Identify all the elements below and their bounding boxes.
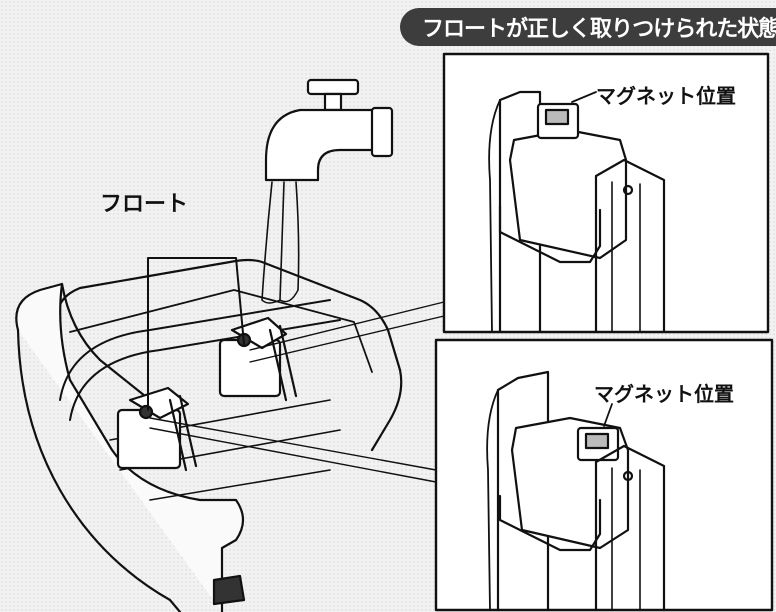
float-label: フロート <box>100 192 189 217</box>
magnet-position-label-bottom: マグネット位置 <box>594 382 734 406</box>
magnet-position-label-top: マグネット位置 <box>596 84 736 108</box>
float-rear <box>218 316 298 402</box>
inset-panel-bottom <box>434 338 774 612</box>
callout-line-bottom <box>149 417 437 483</box>
status-banner: フロートが正しく取りつけられた状態 <box>400 8 776 46</box>
inset-panel-top <box>442 52 770 334</box>
water-tank <box>15 258 403 612</box>
faucet <box>261 78 394 304</box>
banner-title: フロートが正しく取りつけられた状態 <box>422 17 776 42</box>
callout-line-top <box>249 301 445 363</box>
float-leader <box>147 257 245 411</box>
